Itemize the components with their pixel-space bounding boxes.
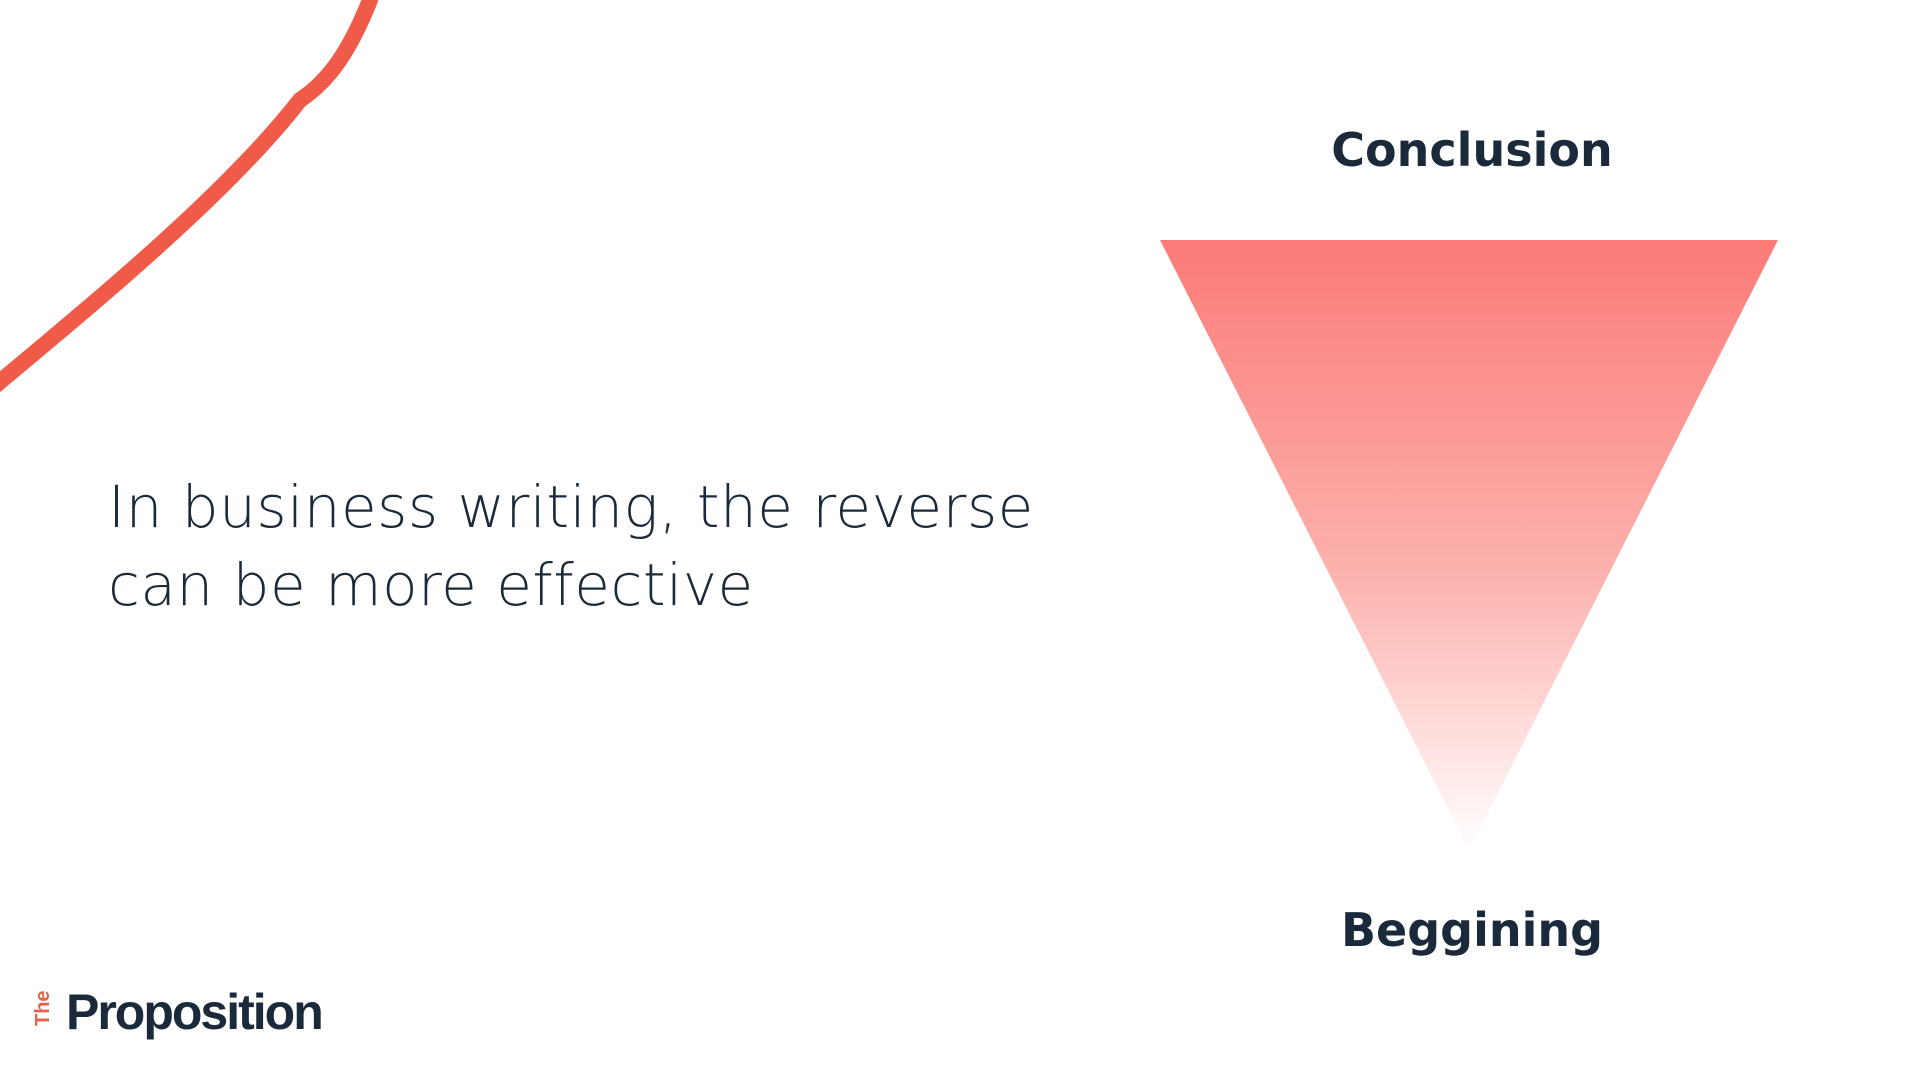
decorative-curve — [0, 0, 378, 393]
headline: In business writing, the reverse can be … — [108, 468, 1088, 624]
decorative-curve-stroke — [0, 0, 378, 393]
brand-logo: The Proposition — [32, 980, 324, 1040]
inverted-pyramid — [1160, 240, 1778, 850]
logo-name: Proposition — [66, 984, 324, 1040]
headline-line-1: In business writing, the reverse — [108, 473, 1034, 541]
inverted-pyramid-shape — [1160, 240, 1778, 850]
funnel-bottom-label: Beggining — [1340, 903, 1604, 957]
logo-prefix: The — [32, 990, 54, 1026]
funnel-top-label: Conclusion — [1331, 123, 1613, 177]
headline-line-2: can be more effective — [108, 551, 754, 619]
